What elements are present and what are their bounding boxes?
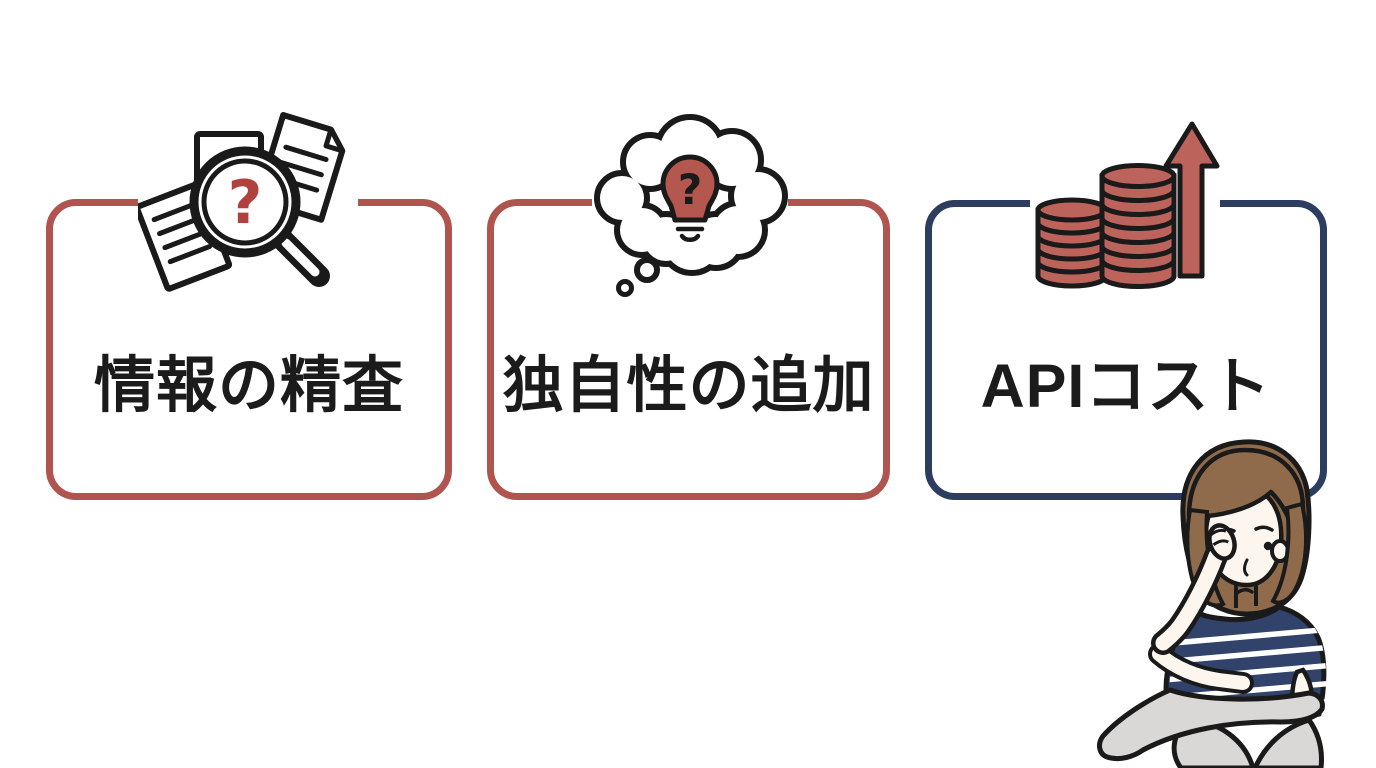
card-label: 独自性の追加 (502, 351, 875, 419)
thinking-woman-illustration (1094, 438, 1376, 768)
thought-bubble-lightbulb-question-icon: ? (592, 112, 788, 300)
question-mark-glyph: ? (678, 165, 702, 214)
card-label: APIコスト (980, 352, 1272, 420)
documents-magnifier-question-icon: ? (138, 106, 358, 301)
card-label: 情報の精査 (93, 351, 404, 419)
question-mark-glyph: ? (228, 168, 263, 238)
coins-rising-arrow-icon (1030, 118, 1220, 292)
